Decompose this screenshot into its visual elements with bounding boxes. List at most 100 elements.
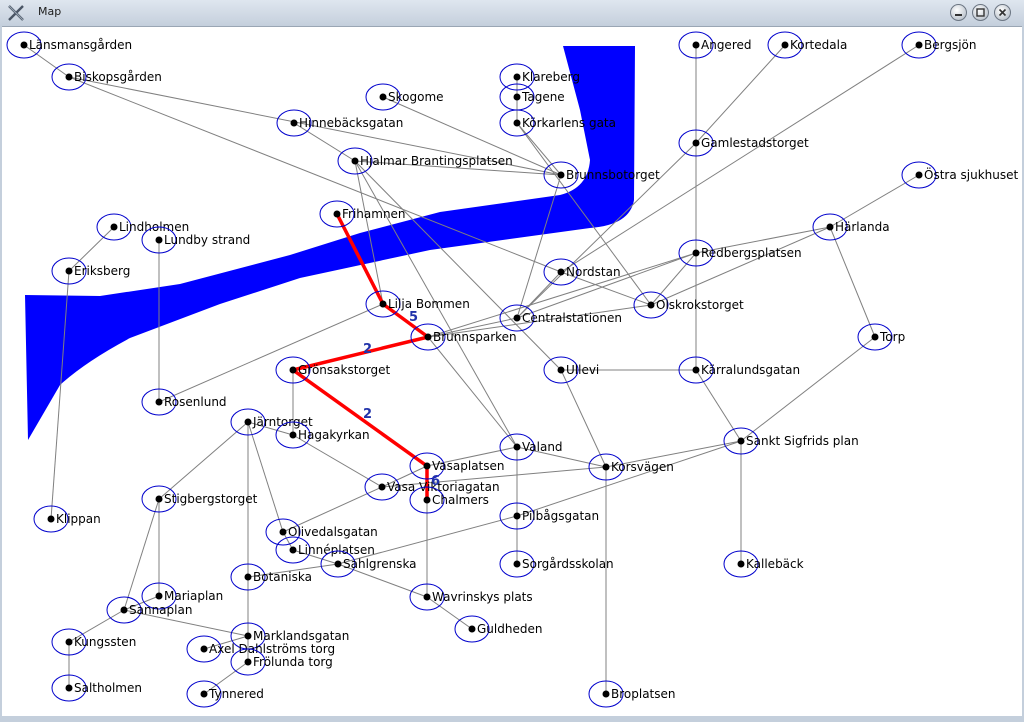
station-ring[interactable]: [275, 421, 311, 449]
station-lindholmen[interactable]: Lindholmen: [96, 213, 189, 241]
station-ring[interactable]: [543, 161, 579, 189]
station-sankt-sigfrids-plan[interactable]: Sankt Sigfrids plan: [723, 427, 859, 455]
close-button[interactable]: [994, 4, 1011, 21]
station-ring[interactable]: [365, 83, 401, 111]
station-ring[interactable]: [767, 31, 803, 59]
station-ring[interactable]: [901, 161, 937, 189]
station-klareberg[interactable]: Klareberg: [499, 63, 580, 91]
station-ring[interactable]: [51, 257, 87, 285]
station-kungssten[interactable]: Kungssten: [51, 628, 136, 656]
station-saltholmen[interactable]: Saltholmen: [51, 674, 142, 702]
station-ring[interactable]: [275, 356, 311, 384]
station-centralstationen[interactable]: Centralstationen: [499, 304, 622, 332]
station-ullevi[interactable]: Ullevi: [543, 356, 599, 384]
station-ring[interactable]: [410, 323, 446, 351]
station-chalmers[interactable]: Chalmers: [409, 486, 489, 514]
station-pilbagsgatan[interactable]: Pilbågsgatan: [499, 502, 599, 530]
station-biskopsgarden[interactable]: Biskopsgården: [51, 63, 162, 91]
station-ring[interactable]: [409, 486, 445, 514]
station-sahlgrenska[interactable]: Sahlgrenska: [320, 550, 417, 578]
station-korsvagen[interactable]: Korsvägen: [588, 453, 674, 481]
station-ostra-sjukhuset[interactable]: Östra sjukhuset: [901, 161, 1018, 189]
minimize-button[interactable]: [950, 4, 967, 21]
station-ring[interactable]: [276, 109, 312, 137]
station-tagene[interactable]: Tagene: [499, 83, 565, 111]
station-ring[interactable]: [141, 582, 177, 610]
station-stigbergstorget[interactable]: Stigbergstorget: [141, 485, 258, 513]
station-karralundsgatan[interactable]: Kärralundsgatan: [678, 356, 800, 384]
station-torp[interactable]: Torp: [857, 323, 905, 351]
station-harlanda[interactable]: Härlanda: [812, 213, 890, 241]
station-ring[interactable]: [499, 433, 535, 461]
station-rosenlund[interactable]: Rosenlund: [141, 388, 227, 416]
station-guldheden[interactable]: Guldheden: [454, 615, 542, 643]
station-ring[interactable]: [51, 63, 87, 91]
station-eriksberg[interactable]: Eriksberg: [51, 257, 130, 285]
station-gamlestadstorget[interactable]: Gamlestadstorget: [678, 129, 809, 157]
station-tynnered[interactable]: Tynnered: [186, 680, 264, 708]
station-kalleback[interactable]: Kallebäck: [723, 550, 804, 578]
station-nordstan[interactable]: Nordstan: [543, 258, 621, 286]
station-ring[interactable]: [588, 680, 624, 708]
station-gronsakstorget[interactable]: Grönsakstorget: [275, 356, 390, 384]
station-ring[interactable]: [499, 550, 535, 578]
station-kortedala[interactable]: Kortedala: [767, 31, 847, 59]
station-ring[interactable]: [51, 674, 87, 702]
station-ring[interactable]: [365, 290, 401, 318]
map-canvas[interactable]: LänsmansgårdenBiskopsgårdenSkogomeHinneb…: [0, 26, 1024, 722]
station-linneplatsen[interactable]: Linnéplatsen: [275, 536, 375, 564]
station-ring[interactable]: [319, 200, 355, 228]
station-ring[interactable]: [320, 550, 356, 578]
station-frihamnen[interactable]: Frihamnen: [319, 200, 406, 228]
station-jarntorget[interactable]: Järntorget: [230, 408, 313, 436]
station-ring[interactable]: [230, 408, 266, 436]
station-olivedalsgatan[interactable]: Olivedalsgatan: [265, 518, 378, 546]
station-hjalmar-brantingsplatsen[interactable]: Hjalmar Brantingsplatsen: [337, 147, 513, 175]
station-ring[interactable]: [230, 648, 266, 676]
station-sannaplan[interactable]: Sannaplan: [106, 596, 192, 624]
station-ring[interactable]: [141, 485, 177, 513]
station-bergsjon[interactable]: Bergsjön: [901, 31, 977, 59]
station-ring[interactable]: [678, 129, 714, 157]
station-valand[interactable]: Valand: [499, 433, 563, 461]
station-ring[interactable]: [141, 226, 177, 254]
station-ring[interactable]: [812, 213, 848, 241]
station-ring[interactable]: [543, 356, 579, 384]
station-ring[interactable]: [409, 583, 445, 611]
station-ring[interactable]: [186, 635, 222, 663]
station-klippan[interactable]: Klippan: [33, 505, 101, 533]
station-botaniska[interactable]: Botaniska: [230, 563, 312, 591]
station-lundby-strand[interactable]: Lundby strand: [141, 226, 250, 254]
station-lansmansgarden[interactable]: Länsmansgården: [6, 31, 132, 59]
station-sorgardsskolan[interactable]: Sorgårdsskolan: [499, 550, 614, 578]
station-ring[interactable]: [33, 505, 69, 533]
station-olskrokstorget[interactable]: Olskrokstorget: [633, 291, 744, 319]
station-ring[interactable]: [499, 109, 535, 137]
station-ring[interactable]: [51, 628, 87, 656]
station-vasaplatsen[interactable]: Vasaplatsen: [409, 452, 505, 480]
station-brunnsbotorget[interactable]: Brunnsbotorget: [543, 161, 660, 189]
station-ring[interactable]: [186, 680, 222, 708]
station-korkarlens-gata[interactable]: Körkarlens gata: [499, 109, 616, 137]
station-ring[interactable]: [364, 473, 400, 501]
station-ring[interactable]: [499, 304, 535, 332]
station-ring[interactable]: [265, 518, 301, 546]
station-broplatsen[interactable]: Broplatsen: [588, 680, 676, 708]
station-ring[interactable]: [409, 452, 445, 480]
station-ring[interactable]: [6, 31, 42, 59]
maximize-button[interactable]: [972, 4, 989, 21]
station-ring[interactable]: [857, 323, 893, 351]
station-hinnebacksgatan[interactable]: Hinnebäcksgatan: [276, 109, 403, 137]
station-ring[interactable]: [901, 31, 937, 59]
station-angered[interactable]: Angered: [678, 31, 751, 59]
station-redbergsplatsen[interactable]: Redbergsplatsen: [678, 239, 802, 267]
station-skogome[interactable]: Skogome: [365, 83, 444, 111]
station-brunnsparken[interactable]: Brunnsparken: [410, 323, 517, 351]
station-ring[interactable]: [723, 550, 759, 578]
station-ring[interactable]: [499, 502, 535, 530]
station-ring[interactable]: [543, 258, 579, 286]
station-ring[interactable]: [588, 453, 624, 481]
station-hagakyrkan[interactable]: Hagakyrkan: [275, 421, 370, 449]
station-nodes[interactable]: LänsmansgårdenBiskopsgårdenSkogomeHinneb…: [6, 31, 1018, 708]
station-mariaplan[interactable]: Mariaplan: [141, 582, 223, 610]
